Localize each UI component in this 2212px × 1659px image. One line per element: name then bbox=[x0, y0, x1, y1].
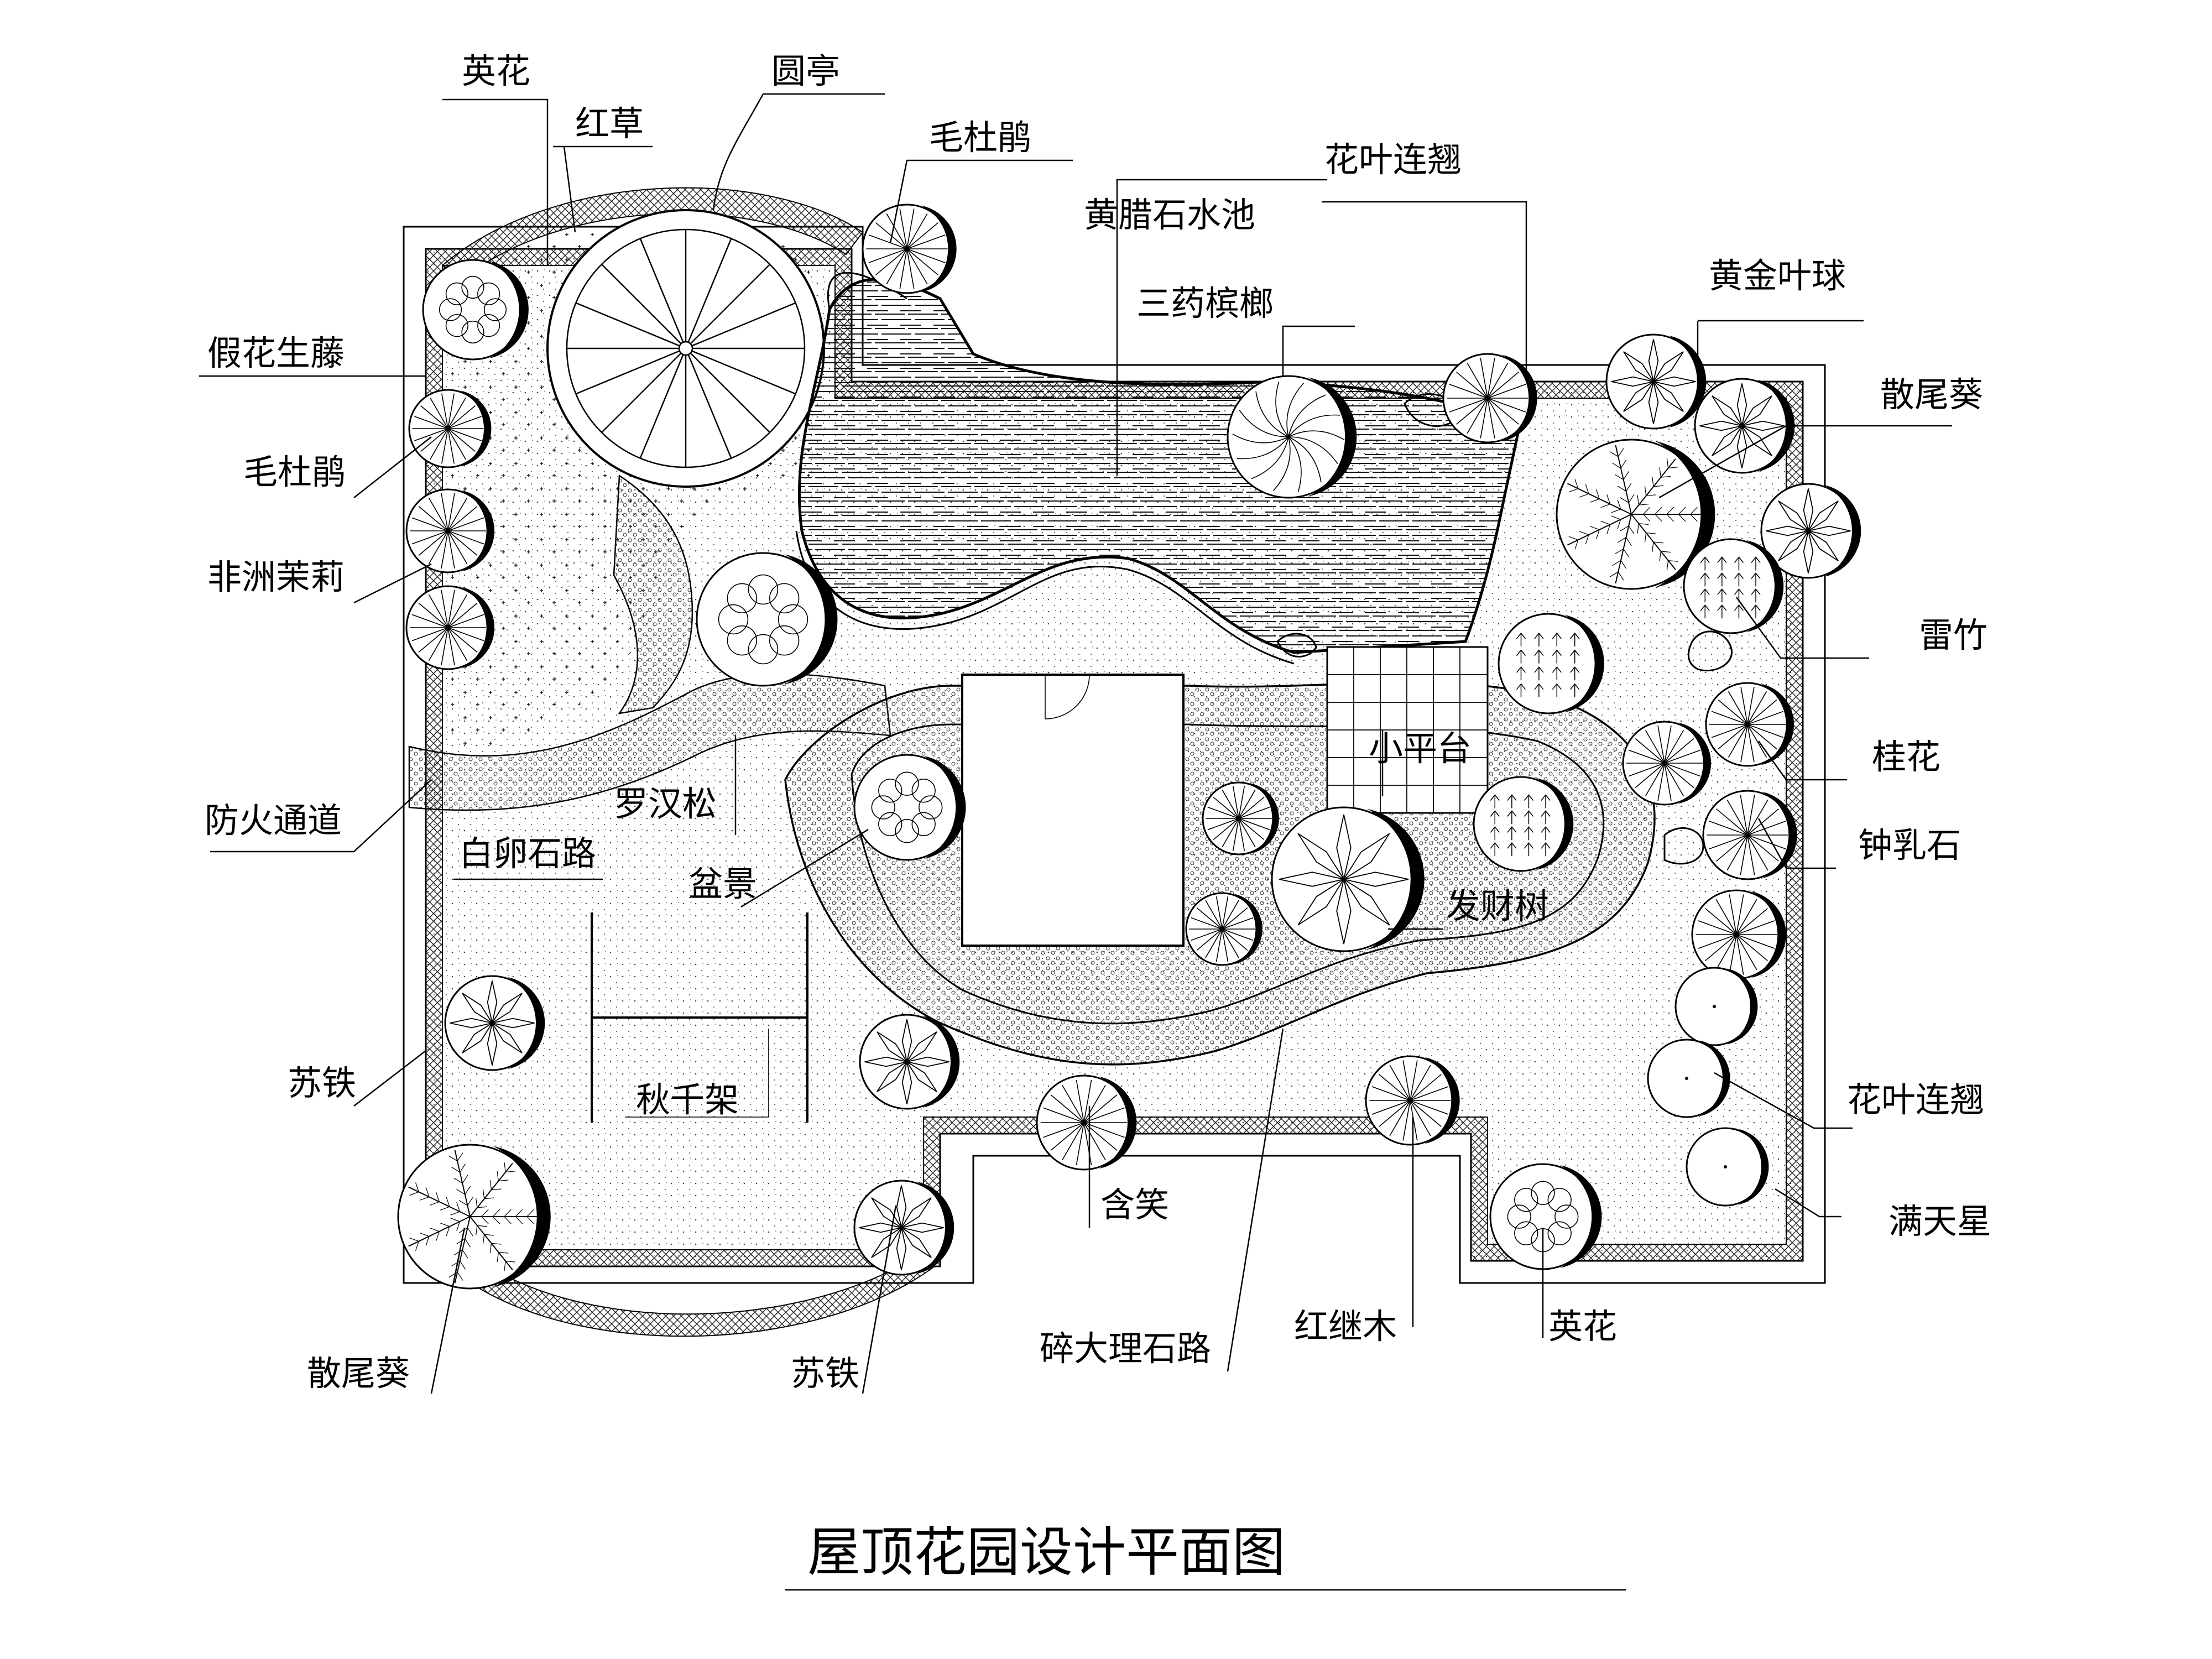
label-huang-la-shi-shui-chi: 黄腊石水池 bbox=[1084, 195, 1255, 235]
label-luo-han-song: 罗汉松 bbox=[614, 784, 717, 824]
gui-hua-plant bbox=[1705, 682, 1794, 767]
lei-zhu-plant bbox=[1683, 538, 1784, 634]
han-xiao-plant bbox=[1036, 1074, 1137, 1171]
label-mao-du-juan-left: 毛杜鹃 bbox=[243, 452, 346, 492]
huang-jin-ye-qiu-plant bbox=[1605, 333, 1707, 430]
san-yao-bin-lang-plant bbox=[1227, 375, 1357, 499]
label-san-yao-bin-lang: 三药槟榔 bbox=[1136, 283, 1274, 324]
label-bai-luan-shi-lu: 白卵石路 bbox=[459, 833, 596, 874]
drawing-title: 屋顶花园设计平面图 bbox=[807, 1521, 1285, 1583]
plant-labels: 英花 红草 圆亭 毛杜鹃 黄腊石水池 花叶连翘 三药槟榔 黄金叶球 假花生藤 散… bbox=[205, 51, 1991, 1394]
san-wei-kui-plant bbox=[397, 1144, 551, 1290]
label-pen-jing: 盆景 bbox=[688, 864, 757, 904]
su-tie-plant bbox=[444, 975, 545, 1071]
swing-frame bbox=[591, 912, 808, 1123]
small-platform bbox=[1326, 646, 1489, 814]
fa-cai-shu-plant bbox=[1271, 806, 1425, 952]
fei-zhou-mo-li-plant bbox=[405, 488, 495, 573]
label-mao-du-juan-top: 毛杜鹃 bbox=[929, 117, 1032, 158]
man-tian-xing-plant bbox=[1647, 1039, 1730, 1118]
label-qiu-qian-jia: 秋千架 bbox=[636, 1079, 739, 1120]
lei-zhu-plant bbox=[1473, 776, 1574, 872]
gui-hua-plant bbox=[1622, 721, 1712, 806]
label-fang-huo-tong-dao: 防火通道 bbox=[205, 800, 342, 841]
hong-ji-mu-plant bbox=[1365, 1055, 1460, 1146]
hong-ji-mu-plant bbox=[1202, 781, 1279, 855]
bottom-left-arc-band bbox=[441, 1238, 935, 1337]
lei-zhu-plant bbox=[1498, 613, 1604, 714]
label-su-tie-bottom: 苏铁 bbox=[791, 1353, 859, 1394]
label-yuan-ting: 圆亭 bbox=[771, 51, 840, 91]
label-han-xiao: 含笑 bbox=[1100, 1185, 1169, 1225]
mao-du-juan-plant bbox=[862, 204, 957, 294]
fei-zhou-mo-li-plant bbox=[405, 585, 495, 670]
fei-zhou-mo-li-plant bbox=[1760, 483, 1861, 579]
label-hong-cao: 红草 bbox=[575, 103, 644, 144]
man-tian-xing-plant bbox=[1686, 1127, 1769, 1207]
label-zhong-ru-shi: 钟乳石 bbox=[1858, 825, 1961, 865]
label-su-tie-left: 苏铁 bbox=[288, 1063, 356, 1103]
label-san-wei-kui-right: 散尾葵 bbox=[1880, 374, 1983, 415]
label-sui-da-li-shi-lu: 碎大理石路 bbox=[1040, 1328, 1211, 1369]
pen-jing-plant bbox=[853, 754, 966, 861]
label-san-wei-kui-bottom: 散尾葵 bbox=[307, 1353, 410, 1394]
label-jia-hua-sheng-teng: 假花生藤 bbox=[207, 333, 345, 373]
label-ying-hua-top: 英花 bbox=[462, 51, 530, 91]
central-building bbox=[961, 674, 1185, 947]
ying-hua-plant bbox=[422, 259, 529, 361]
round-pavilion bbox=[546, 209, 825, 488]
planting bbox=[397, 204, 1861, 1290]
hong-ji-mu-plant bbox=[1185, 892, 1262, 966]
man-tian-xing-plant bbox=[1674, 967, 1758, 1046]
su-tie-plant bbox=[853, 1180, 954, 1276]
ying-hua-plant bbox=[1489, 1163, 1602, 1270]
label-man-tian-xing: 满天星 bbox=[1888, 1201, 1991, 1241]
label-hua-ye-lian-qiao-right: 花叶连翘 bbox=[1847, 1079, 1984, 1120]
label-lei-zhu: 雷竹 bbox=[1919, 615, 1987, 655]
label-hong-ji-mu: 红继木 bbox=[1294, 1306, 1397, 1347]
label-fa-cai-shu: 发财树 bbox=[1446, 886, 1549, 926]
hua-ye-lian-qiao-plant bbox=[1691, 889, 1786, 980]
luo-han-song-plant bbox=[696, 552, 838, 687]
label-hua-ye-lian-qiao-top: 花叶连翘 bbox=[1324, 139, 1462, 180]
label-gui-hua: 桂花 bbox=[1872, 737, 1940, 777]
label-xiao-ping-tai: 小平台 bbox=[1369, 728, 1472, 769]
hua-ye-lian-qiao-plant bbox=[1442, 353, 1537, 444]
zhong-ru-shi-plant bbox=[1702, 790, 1797, 880]
leader-lines bbox=[199, 93, 1952, 1394]
label-ying-hua-bottom: 英花 bbox=[1548, 1306, 1617, 1347]
huang-jin-ye-qiu-plant bbox=[1694, 378, 1795, 474]
label-fei-zhou-mo-li: 非洲茉莉 bbox=[207, 557, 345, 597]
su-tie-plant bbox=[859, 1014, 960, 1110]
label-huang-jin-ye-qiu: 黄金叶球 bbox=[1709, 255, 1846, 296]
mao-du-juan-plant bbox=[408, 389, 492, 468]
